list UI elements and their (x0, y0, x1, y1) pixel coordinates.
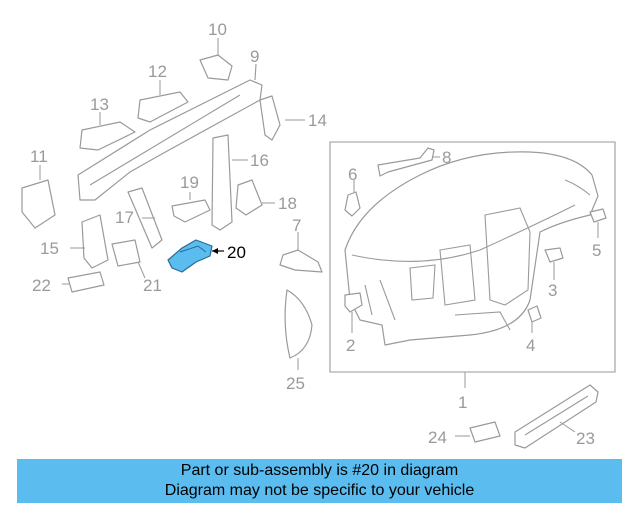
callout-24: 24 (428, 428, 447, 447)
banner-line-disclaimer: Diagram may not be specific to your vehi… (164, 482, 475, 499)
banner-line-part: Part or sub-assembly is #20 in diagram (180, 462, 459, 479)
part-25-cover (284, 289, 313, 370)
part-8-duct (377, 147, 440, 177)
part-19-bracket (171, 192, 211, 223)
callout-22: 22 (32, 276, 51, 295)
callout-1: 1 (458, 393, 467, 412)
part-2-clip (344, 292, 363, 333)
callout-19: 19 (180, 173, 199, 192)
part-20-highlighted (167, 239, 224, 273)
part-4-clip (527, 305, 542, 333)
callout-8: 8 (442, 148, 451, 167)
callout-5: 5 (592, 241, 601, 260)
callout-13: 13 (90, 95, 109, 114)
callout-2: 2 (346, 336, 355, 355)
callout-18: 18 (278, 194, 297, 213)
assembly-frame (329, 141, 616, 373)
part-16-brace (211, 134, 248, 231)
part-9-cross-car-beam (77, 63, 263, 201)
callout-4: 4 (526, 336, 535, 355)
callout-15: 15 (40, 239, 59, 258)
part-10-bracket (199, 38, 233, 81)
part-15-bracket (70, 214, 109, 269)
callout-14: 14 (308, 111, 327, 130)
info-banner: Part or sub-assembly is #20 in diagram D… (17, 459, 622, 503)
part-13-bracket (79, 112, 136, 151)
part-6-bracket (344, 180, 361, 217)
part-18-bracket (235, 179, 275, 216)
part-3-clip (544, 247, 564, 280)
callout-17: 17 (115, 208, 134, 227)
part-5-clip (589, 208, 607, 238)
part-23-rail (514, 384, 599, 449)
callout-9: 9 (250, 47, 259, 66)
callout-12: 12 (148, 62, 167, 81)
callout-6: 6 (348, 165, 357, 184)
callout-3: 3 (548, 281, 557, 300)
part-22-bracket (62, 271, 105, 293)
callout-7: 7 (292, 216, 301, 235)
callout-16: 16 (250, 151, 269, 170)
callout-25: 25 (286, 374, 305, 393)
part-11-bracket (21, 165, 56, 229)
part-7-bracket (279, 232, 323, 273)
part-24-bracket (455, 421, 501, 443)
part-14-bracket (259, 95, 305, 141)
part-1-instrument-panel (344, 151, 599, 346)
part-17-brace (127, 187, 163, 249)
callout-23: 23 (576, 429, 595, 448)
callout-11: 11 (30, 147, 48, 166)
callout-21: 21 (143, 276, 162, 295)
part-21-bracket (111, 239, 146, 279)
callout-20: 20 (227, 243, 246, 262)
callout-10: 10 (208, 20, 227, 39)
part-12-bracket (137, 80, 189, 123)
